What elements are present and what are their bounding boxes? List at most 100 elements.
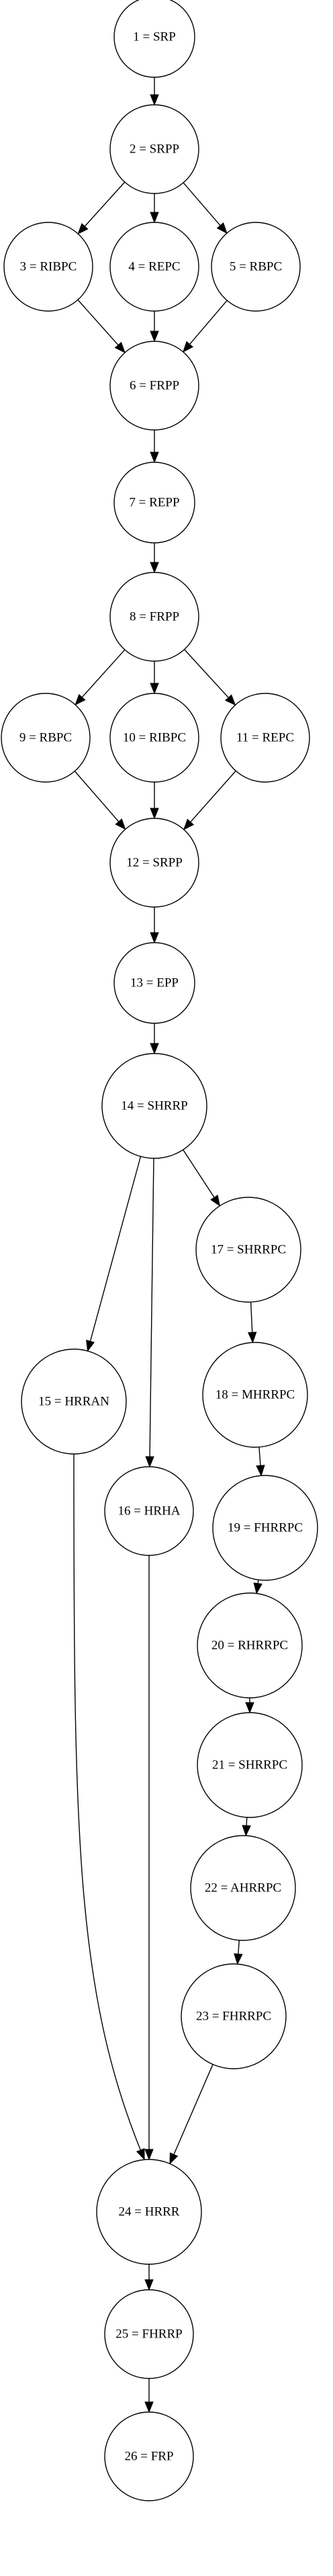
node-label: 14 = SHRRP [121,1099,187,1113]
node-22: 22 = AHRRPC [190,1835,296,1941]
node-label: 20 = RHRRPC [211,1639,288,1653]
node-12: 12 = SRPP [109,818,199,908]
node-circle [109,572,199,662]
node-label: 21 = SHRRPC [212,1758,287,1772]
edge-arrow [150,907,159,944]
node-15: 15 = HRRAN [21,1348,127,1455]
edge-arrow [150,543,159,574]
edge-arrow [77,181,126,235]
node-circle [211,222,301,312]
node-label: 9 = RBPC [19,731,72,745]
node-circle [113,0,195,78]
node-25: 25 = FHRRP [104,2289,194,2379]
node-1: 1 = SRP [113,0,195,78]
node-label: 7 = REPP [129,496,179,510]
node-9: 9 = RBPC [1,693,91,783]
node-circle [113,942,195,1024]
node-circle [109,818,199,908]
edge-arrow [242,1817,251,1837]
node-23: 23 = FHRRPC [181,1963,287,2069]
node-circle [197,1712,303,1818]
node-label: 8 = FRPP [130,610,179,624]
edge-arrow [150,311,159,343]
node-17: 17 = SHRRPC [195,1197,301,1303]
node-2: 2 = SRPP [109,104,199,194]
node-circle [104,2411,194,2501]
edge-arrow [247,1301,257,1344]
edge-arrow [77,299,126,353]
edge-arrow [253,1580,263,1594]
node-label: 26 = FRP [124,2450,173,2464]
node-label: 25 = FHRRP [115,2327,182,2342]
node-label: 4 = REPC [128,260,180,274]
node-5: 5 = RBPC [211,222,301,312]
node-circle [113,462,195,544]
edge-arrow [145,1158,154,1468]
node-4: 4 = REPC [109,222,199,312]
node-label: 2 = SRPP [130,142,179,157]
node-21: 21 = SHRRPC [197,1712,303,1818]
node-circle [21,1348,127,1455]
edge-arrow [183,1149,221,1207]
node-circle [181,1963,287,2069]
node-19: 19 = FHRRPC [212,1475,318,1581]
node-circle [202,1342,308,1448]
edges-layer [73,77,265,2413]
node-label: 15 = HRRAN [38,1395,109,1409]
edge-arrow [245,1698,254,1714]
node-6: 6 = FRPP [109,341,199,431]
node-10: 10 = RIBPC [109,693,199,783]
edge-arrow [169,2064,213,2165]
node-label: 5 = RBPC [230,260,282,274]
node-circle [109,693,199,783]
node-label: 10 = RIBPC [123,731,186,745]
node-label: 6 = FRPP [130,379,179,393]
edge-arrow [183,770,236,830]
node-circle [104,2289,194,2379]
node-label: 22 = AHRRPC [205,1881,281,1895]
node-14: 14 = SHRRP [101,1053,207,1159]
node-label: 18 = MHRRPC [216,1388,295,1402]
node-18: 18 = MHRRPC [202,1342,308,1448]
node-3: 3 = RIBPC [3,222,93,312]
edge-arrow [150,661,159,695]
node-circle [101,1053,207,1159]
node-label: 11 = REPC [236,731,294,745]
node-circle [109,222,199,312]
node-16: 16 = HRHA [104,1466,194,1556]
node-8: 8 = FRPP [109,572,199,662]
node-circle [197,1592,303,1699]
edge-arrow [256,1447,265,1477]
node-circle [104,1466,194,1556]
node-circle [190,1835,296,1941]
node-20: 20 = RHRRPC [197,1592,303,1699]
edge-arrow [150,77,159,106]
node-circle [3,222,93,312]
edge-arrow [183,182,228,234]
edge-arrow [150,194,159,224]
node-11: 11 = REPC [220,693,310,783]
edge-arrow [150,430,159,464]
node-label: 13 = EPP [130,976,179,990]
node-label: 16 = HRHA [117,1504,180,1518]
edge-arrow [184,649,236,706]
edge-arrow [73,1453,145,2161]
node-26: 26 = FRP [104,2411,194,2501]
node-circle [109,341,199,431]
node-13: 13 = EPP [113,942,195,1024]
edge-arrow [182,300,228,353]
edge-arrow [86,1156,142,1353]
node-label: 23 = FHRRPC [196,2010,271,2024]
edge-arrow [144,1555,154,2161]
edge-arrow [150,1023,159,1055]
edge-arrow [150,782,159,820]
node-label: 19 = FHRRPC [228,1521,303,1535]
node-label: 24 = HRRR [119,2205,180,2219]
node-circle [96,2159,202,2265]
node-circle [195,1197,301,1303]
node-label: 17 = SHRRPC [211,1243,286,1257]
node-label: 12 = SRPP [126,856,183,870]
nodes-layer: 1 = SRP 2 = SRPP 3 = RIBPC 4 = REPC 5 = RBPC… [1,0,318,2501]
edge-arrow [74,771,126,830]
